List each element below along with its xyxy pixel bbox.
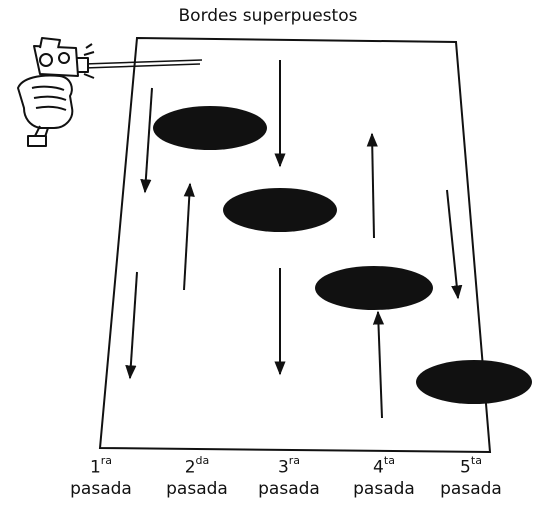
- surface-panel: [98, 36, 492, 454]
- pass-2-arrow: [183, 182, 195, 291]
- pass-label-4: 4ta pasada: [353, 454, 415, 499]
- pass-label-3: 3ra pasada: [258, 454, 320, 499]
- diagram-title: Bordes superpuestos: [178, 6, 358, 26]
- spray-mark-1: [153, 106, 267, 150]
- spray-mark-3: [315, 266, 433, 310]
- spray-mark-2: [223, 188, 337, 232]
- pass-4-arrow-lower: [372, 310, 385, 419]
- pass-label-1: 1ra pasada: [70, 454, 132, 499]
- spray-gun-icon: [17, 37, 203, 147]
- pass-label-2: 2da pasada: [166, 454, 228, 499]
- pass-1-arrow-upper: [140, 87, 153, 194]
- pass-5-arrow: [446, 189, 463, 300]
- pass-4-arrow-upper: [366, 132, 378, 239]
- spray-mark-4: [416, 360, 532, 404]
- pass-1-arrow-lower: [125, 271, 138, 380]
- pass-label-5: 5ta pasada: [440, 454, 502, 499]
